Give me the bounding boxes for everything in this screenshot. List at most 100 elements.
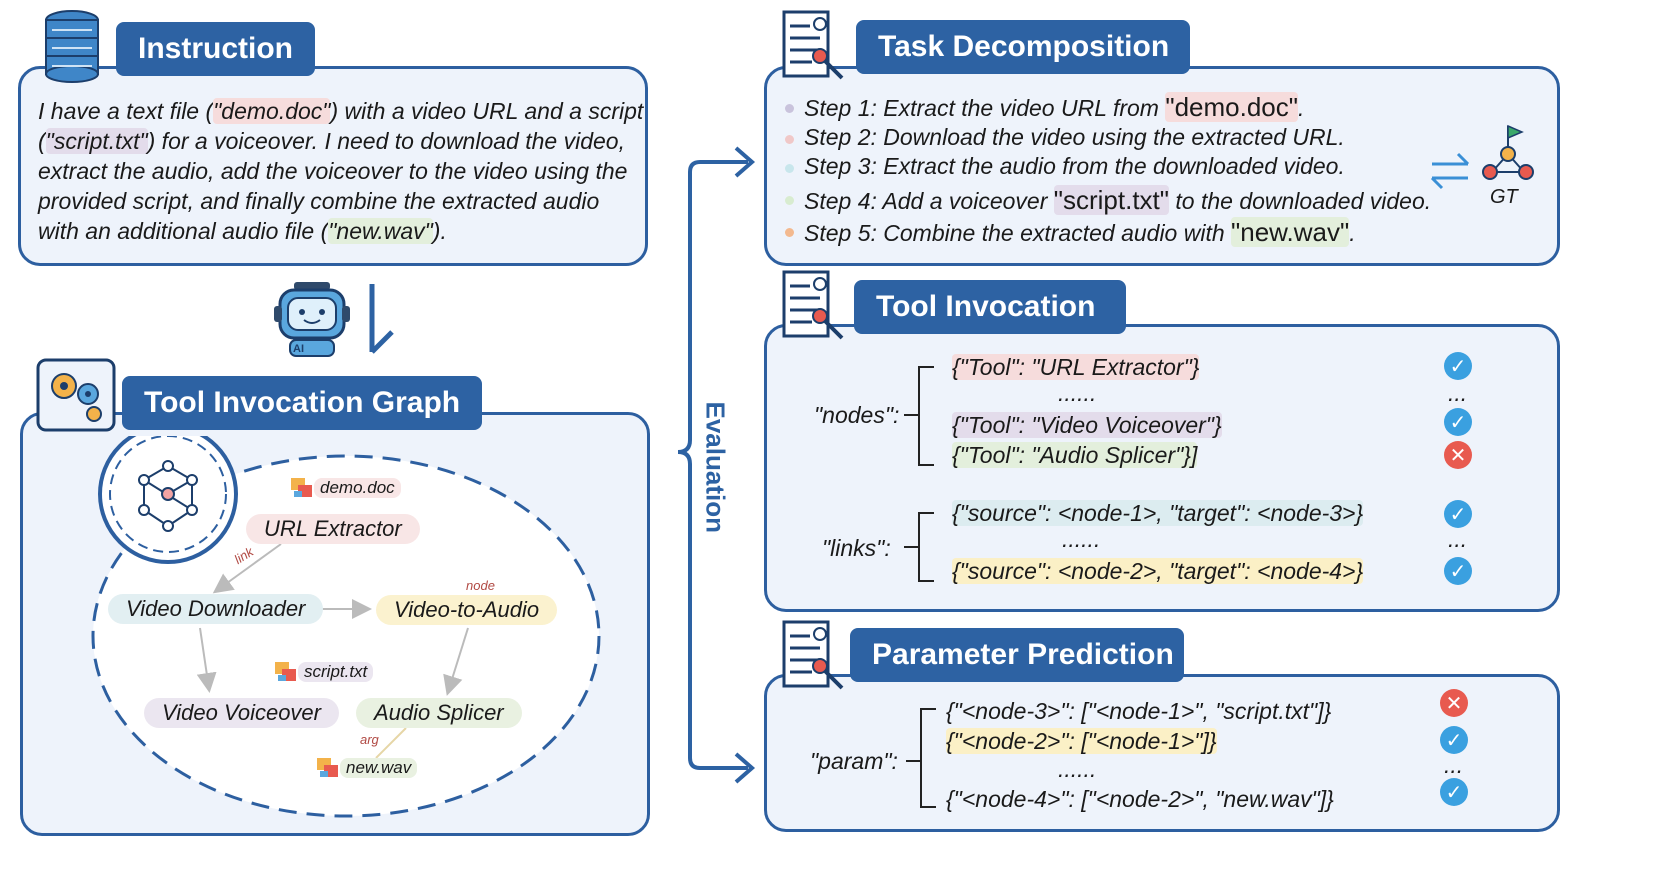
file-wav-text: new.wav [346, 758, 412, 777]
check-icon: ✓ [1444, 557, 1472, 585]
instr-text: provided script, and finally combine the… [38, 188, 600, 214]
step-text: Step 3: Extract the audio from the downl… [804, 153, 1345, 179]
database-icon [44, 10, 100, 89]
graph-node-video-to-audio: Video-to-Audio [376, 595, 558, 625]
node-row-text: {"Tool": "Audio Splicer"}] [952, 442, 1198, 468]
cross-icon: ✕ [1440, 689, 1468, 717]
step-hl: "new.wav" [1231, 217, 1350, 247]
instruction-text: I have a text file ("demo.doc") with a v… [38, 96, 643, 246]
link-row-text: {"source": <node-2>, "target": <node-4>} [952, 558, 1364, 584]
checklist-icon [780, 10, 846, 87]
links-brace [918, 512, 934, 582]
node-row-2: {"Tool": "Video Voiceover"} [952, 412, 1222, 439]
param-label: "param": [810, 748, 898, 774]
link-row-2: {"source": <node-2>, "target": <node-4>} [952, 558, 1364, 585]
step-text: to the downloaded video. [1169, 188, 1432, 214]
step-text: Step 2: Download the video using the ext… [804, 124, 1345, 150]
file-label-demo: demo.doc [314, 478, 401, 498]
task-step-5: Step 5: Combine the extracted audio with… [804, 217, 1356, 248]
file-icon [274, 661, 298, 688]
task-step-1: Step 1: Extract the video URL from "demo… [804, 92, 1304, 123]
gt-graph-icon [1478, 122, 1536, 189]
checklist-icon [780, 620, 846, 697]
graph-node-video-downloader: Video Downloader [108, 594, 324, 624]
label-arg: arg [360, 732, 379, 747]
task-step-3: Step 3: Extract the audio from the downl… [804, 153, 1345, 180]
link-row-1: {"source": <node-1>, "target": <node-3>} [952, 500, 1364, 527]
param-row-1: {"<node-3>": ["<node-1>", "script.txt"]} [946, 698, 1331, 725]
instr-text: ) for a voiceover. I need to download th… [147, 128, 625, 154]
step-bullet [785, 164, 794, 173]
step-text: Step 4: Add a voiceover [804, 188, 1054, 214]
step-hl: "script.txt" [1053, 185, 1169, 215]
mark-dots: ... [1448, 380, 1468, 406]
node-row-text: {"Tool": "URL Extractor"} [952, 354, 1200, 380]
graph-node-video-voiceover: Video Voiceover [144, 698, 339, 728]
instr-text: with an additional audio file ( [38, 218, 329, 244]
check-icon: ✓ [1444, 408, 1472, 436]
task-title: Task Decomposition [856, 20, 1190, 74]
file-icon [290, 477, 314, 504]
node-row-dots: ...... [1058, 380, 1097, 406]
param-row-dots: ...... [1058, 756, 1097, 782]
param-brace [920, 708, 936, 808]
file-label-wav: new.wav [340, 758, 418, 778]
mark-dots: ... [1444, 752, 1464, 778]
link-row-text: {"source": <node-1>, "target": <node-3>} [952, 500, 1364, 526]
links-brace-tick [904, 546, 918, 548]
instr-hl-demo: "demo.doc" [213, 98, 331, 124]
swap-arrows-icon [1428, 150, 1472, 195]
ai-label: AI [293, 343, 304, 355]
label-node: node [466, 578, 495, 593]
graph-node-url-extractor: URL Extractor [246, 514, 420, 544]
nodes-label: "nodes": [814, 402, 900, 428]
instr-text: ( [38, 128, 46, 154]
file-script-text: script.txt [304, 662, 368, 681]
step-text: . [1349, 220, 1356, 246]
step-bullet [785, 196, 794, 205]
instr-hl-wav: "new.wav" [328, 218, 433, 244]
step-bullet [785, 228, 794, 237]
param-row-text: {"<node-4>": ["<node-2>", "new.wav"]} [946, 786, 1334, 812]
step-bullet [785, 135, 794, 144]
param-row-text: {"<node-2>": ["<node-1>"]} [946, 728, 1217, 754]
gt-label: GT [1490, 186, 1518, 208]
instruction-title: Instruction [116, 22, 315, 76]
cross-icon: ✕ [1444, 441, 1472, 469]
step-text: Step 5: Combine the extracted audio with [804, 220, 1232, 246]
file-demo-text: demo.doc [320, 478, 395, 497]
param-row-3: {"<node-4>": ["<node-2>", "new.wav"]} [946, 786, 1334, 813]
check-icon: ✓ [1440, 778, 1468, 806]
check-icon: ✓ [1444, 352, 1472, 380]
node-row-text: {"Tool": "Video Voiceover"} [952, 412, 1222, 438]
check-icon: ✓ [1444, 500, 1472, 528]
step-hl: "demo.doc" [1165, 92, 1298, 122]
param-row-text: {"<node-3>": ["<node-1>", "script.txt"]} [946, 698, 1332, 724]
robot-icon [272, 280, 352, 363]
file-icon [316, 757, 340, 784]
task-step-4: Step 4: Add a voiceover "script.txt" to … [804, 185, 1431, 216]
links-label: "links": [822, 535, 891, 561]
gears-icon [36, 358, 116, 437]
instr-hl-script: "script.txt" [45, 128, 148, 154]
instr-text: ) with a video URL and a script [330, 98, 644, 124]
param-row-2: {"<node-2>": ["<node-1>"]} [946, 728, 1217, 755]
graph-title: Tool Invocation Graph [122, 376, 483, 430]
down-arrow-icon [360, 282, 396, 363]
graph-node-audio-splicer: Audio Splicer [356, 698, 522, 728]
node-row-3: {"Tool": "Audio Splicer"}] [952, 442, 1198, 469]
nodes-brace-tick [904, 414, 918, 416]
evaluation-bracket [677, 146, 756, 784]
evaluation-label: Evaluation [700, 401, 731, 533]
step-text: . [1298, 95, 1305, 121]
file-label-script: script.txt [298, 662, 374, 682]
check-icon: ✓ [1440, 726, 1468, 754]
instr-text: ). [432, 218, 447, 244]
node-row-1: {"Tool": "URL Extractor"} [952, 354, 1200, 381]
task-step-2: Step 2: Download the video using the ext… [804, 124, 1345, 151]
param-title: Parameter Prediction [850, 628, 1184, 682]
nodes-brace [918, 366, 934, 466]
instr-text: extract the audio, add the voiceover to … [38, 158, 628, 184]
checklist-icon [780, 270, 846, 347]
instr-text: I have a text file ( [38, 98, 214, 124]
